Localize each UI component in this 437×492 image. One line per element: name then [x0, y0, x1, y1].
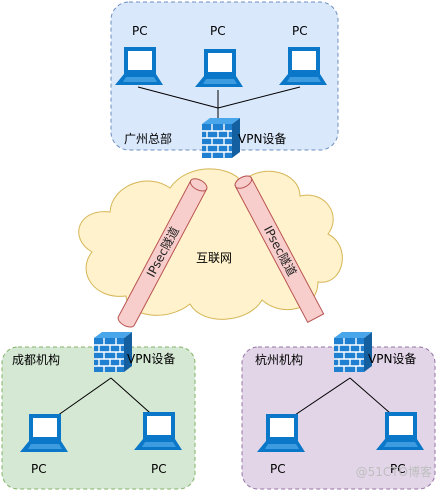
firewall-icon	[201, 117, 241, 159]
hangzhou-device-label: VPN设备	[368, 352, 416, 366]
chengdu-pc1-label: PC	[31, 462, 47, 476]
hq-device-label: VPN设备	[238, 132, 286, 146]
firewall-icon	[333, 331, 373, 373]
hangzhou-pc1-label: PC	[270, 462, 286, 476]
hq-pc3-label: PC	[292, 24, 308, 38]
hq-pc1-label: PC	[132, 24, 148, 38]
watermark-text: @51CTO博客	[356, 464, 432, 479]
hangzhou-site-label: 杭州机构	[255, 352, 303, 367]
hq-site-label: 广州总部	[124, 131, 172, 146]
hangzhou-pc2-label: PC	[390, 462, 406, 476]
chengdu-site-label: 成都机构	[12, 352, 60, 367]
internet-label: 互联网	[196, 251, 232, 265]
hq-link-left	[137, 86, 219, 109]
chengdu-pc2-label: PC	[151, 462, 167, 476]
chengdu-device-label: VPN设备	[127, 352, 175, 366]
hq-link-right	[217, 86, 301, 109]
hq-pc2-label: PC	[210, 24, 226, 38]
